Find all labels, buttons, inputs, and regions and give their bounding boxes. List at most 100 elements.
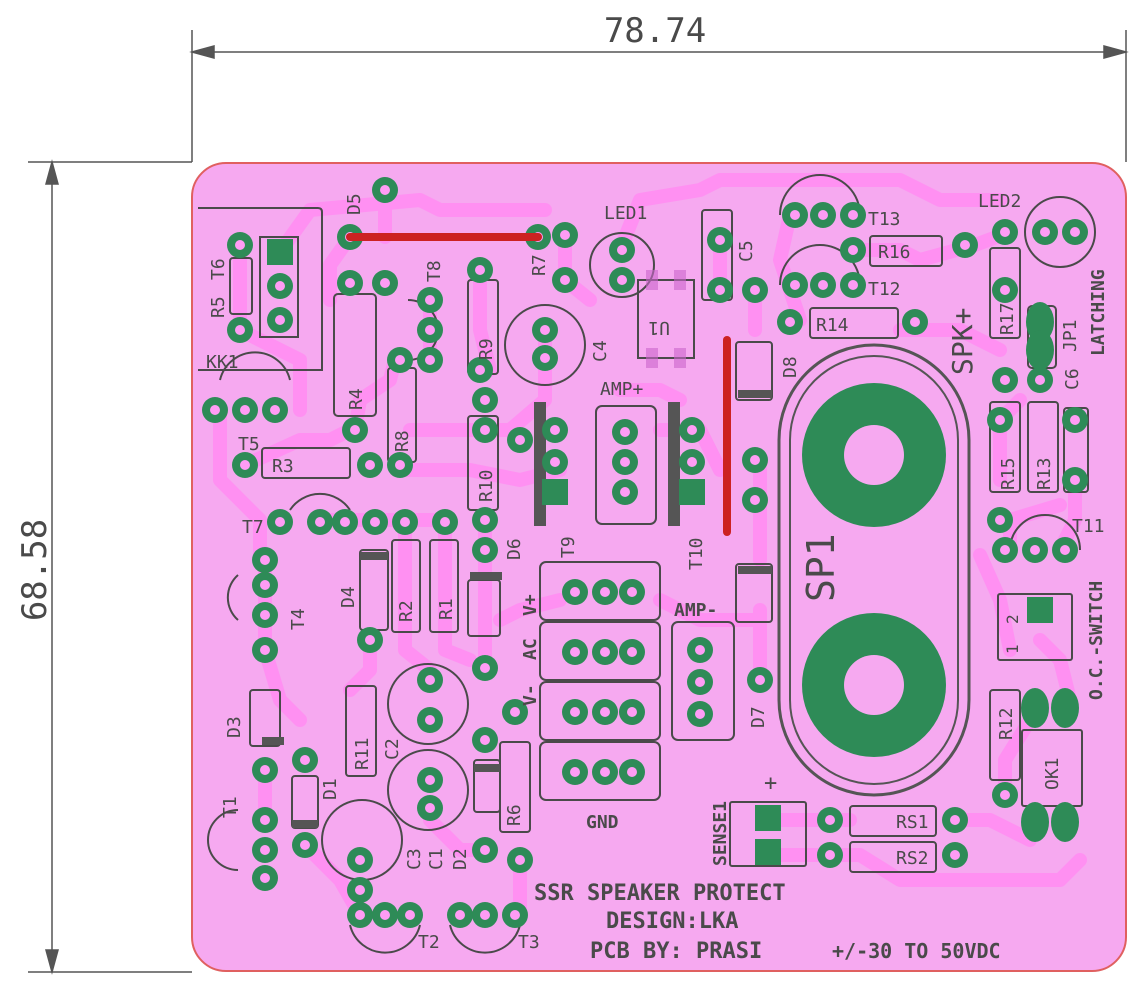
pad-hole <box>848 280 858 290</box>
pad-hole <box>275 315 285 325</box>
pad-hole <box>550 425 560 435</box>
pad-hole <box>790 210 800 220</box>
label-c5: C5 <box>736 240 757 262</box>
label-r16: R16 <box>878 242 911 263</box>
label-r13: R13 <box>1034 457 1055 490</box>
pad-hole <box>750 285 760 295</box>
pad-hole <box>260 580 270 590</box>
pad-hole <box>210 405 220 415</box>
pad-hole <box>240 460 250 470</box>
pad-hole <box>825 815 835 825</box>
label-t1: T1 <box>220 796 241 818</box>
label-ok1: OK1 <box>1042 757 1063 790</box>
pad-hole <box>395 355 405 365</box>
pad-hole <box>1035 375 1045 385</box>
oval-pad <box>1026 330 1054 370</box>
pad-hole <box>785 317 795 327</box>
pad-hole <box>1000 285 1010 295</box>
pad-hole <box>365 635 375 645</box>
label-t5: T5 <box>238 434 260 455</box>
pad-hole <box>790 280 800 290</box>
label-r2: R2 <box>396 600 417 622</box>
label-plus: + <box>764 771 777 796</box>
pad-hole <box>380 910 390 920</box>
label-n1: 1 <box>1003 644 1022 654</box>
title-block: SSR SPEAKER PROTECT DESIGN:LKA PCB BY: P… <box>534 881 1001 964</box>
label-ac: AC <box>520 638 541 660</box>
pad-hole <box>1000 545 1010 555</box>
pad-hole <box>620 427 630 437</box>
label-r14: R14 <box>816 315 849 336</box>
pad-hole <box>715 235 725 245</box>
label-r7: R7 <box>529 254 550 276</box>
label-vm: V- <box>520 684 541 706</box>
pad-hole <box>1040 227 1050 237</box>
pad-hole <box>300 755 310 765</box>
pad-hole <box>425 325 435 335</box>
label-led1: LED1 <box>604 203 647 224</box>
pad-hole <box>950 815 960 825</box>
label-gnd: GND <box>586 812 619 833</box>
label-t9: T9 <box>558 536 579 558</box>
label-d1: D1 <box>320 778 341 800</box>
label-spk: SPK+ <box>946 308 979 375</box>
pad-hole <box>715 285 725 295</box>
pad-hole <box>1030 545 1040 555</box>
pad-hole <box>300 840 310 850</box>
label-c3: C3 <box>404 848 425 870</box>
pad-hole <box>260 873 270 883</box>
label-n2: 2 <box>1003 614 1022 624</box>
square-pad <box>1027 597 1053 623</box>
pad-hole <box>600 587 610 597</box>
oval-pad <box>1026 302 1054 342</box>
pad-hole <box>1000 227 1010 237</box>
title-line-4: +/-30 TO 50VDC <box>832 939 1001 963</box>
label-t2: T2 <box>418 932 440 953</box>
pad-hole <box>400 517 410 527</box>
label-d3: D3 <box>224 716 245 738</box>
pad-hole <box>380 185 390 195</box>
pad-hole <box>695 709 705 719</box>
label-ampm: AMP- <box>674 600 717 621</box>
pad-hole <box>750 495 760 505</box>
label-t13: T13 <box>868 209 901 230</box>
u1-hatch <box>646 270 686 368</box>
pad-hole <box>480 425 490 435</box>
pad-hole <box>570 647 580 657</box>
pad-hole <box>515 855 525 865</box>
pad-hole <box>818 210 828 220</box>
label-rs1: RS1 <box>896 812 929 833</box>
label-t3: T3 <box>518 932 540 953</box>
oval-pad <box>1051 688 1079 728</box>
pad-hole <box>425 675 435 685</box>
pad-hole <box>480 545 490 555</box>
pad-hole <box>1000 790 1010 800</box>
pad-hole <box>260 765 270 775</box>
label-r17: R17 <box>997 302 1018 335</box>
pad-hole <box>425 355 435 365</box>
pad-hole <box>370 517 380 527</box>
label-t11: T11 <box>1072 516 1105 537</box>
pad-hole <box>395 460 405 470</box>
pad-hole <box>1070 415 1080 425</box>
dim-height-label: 68.58 <box>15 519 55 621</box>
pad-hole <box>480 515 490 525</box>
title-line-2: DESIGN:LKA <box>606 909 738 934</box>
pad-hole <box>315 517 325 527</box>
pad-hole <box>695 677 705 687</box>
speaker-sp1 <box>777 343 971 797</box>
pad-hole <box>560 230 570 240</box>
label-t4: T4 <box>288 608 309 630</box>
pad-hole <box>480 910 490 920</box>
pad-hole <box>627 767 637 777</box>
label-r3: R3 <box>272 456 294 477</box>
pads <box>202 177 1088 928</box>
label-rs2: RS2 <box>896 848 929 869</box>
pad-hole <box>627 647 637 657</box>
pad-hole <box>1070 227 1080 237</box>
pad-hole <box>380 278 390 288</box>
square-pad <box>542 479 568 505</box>
pad-hole <box>600 647 610 657</box>
pad-hole <box>695 645 705 655</box>
pad-hole <box>627 707 637 717</box>
